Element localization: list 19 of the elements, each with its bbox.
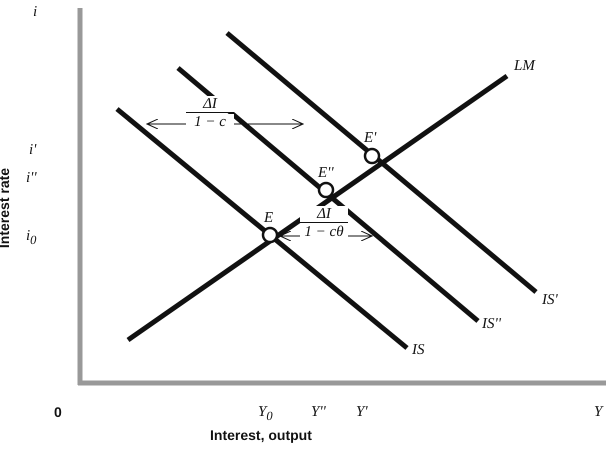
axis-title: Interest, output <box>210 427 312 443</box>
fraction-numerator: ΔI <box>186 96 234 113</box>
tick-label: Y <box>594 404 602 420</box>
tick-label: Y' <box>356 404 368 420</box>
axis-symbol: i <box>33 4 38 20</box>
curve-label: IS <box>412 342 424 358</box>
point-label: E <box>264 210 274 226</box>
tick-label: Y$_{0}$ <box>258 404 273 424</box>
tick-label: i' <box>29 142 36 158</box>
tick-label: Y'' <box>311 404 326 420</box>
curve-label: IS'' <box>482 316 501 332</box>
tick-label: 0 <box>54 404 62 420</box>
curve-label: IS' <box>542 292 558 308</box>
curve-label: LM <box>514 58 535 74</box>
point-label: E' <box>364 130 376 146</box>
tick-label: i$_{0}$ <box>26 228 36 248</box>
fraction-numerator: ΔI <box>300 206 348 223</box>
tick-label: i'' <box>26 170 37 186</box>
point-label: E'' <box>318 165 334 181</box>
